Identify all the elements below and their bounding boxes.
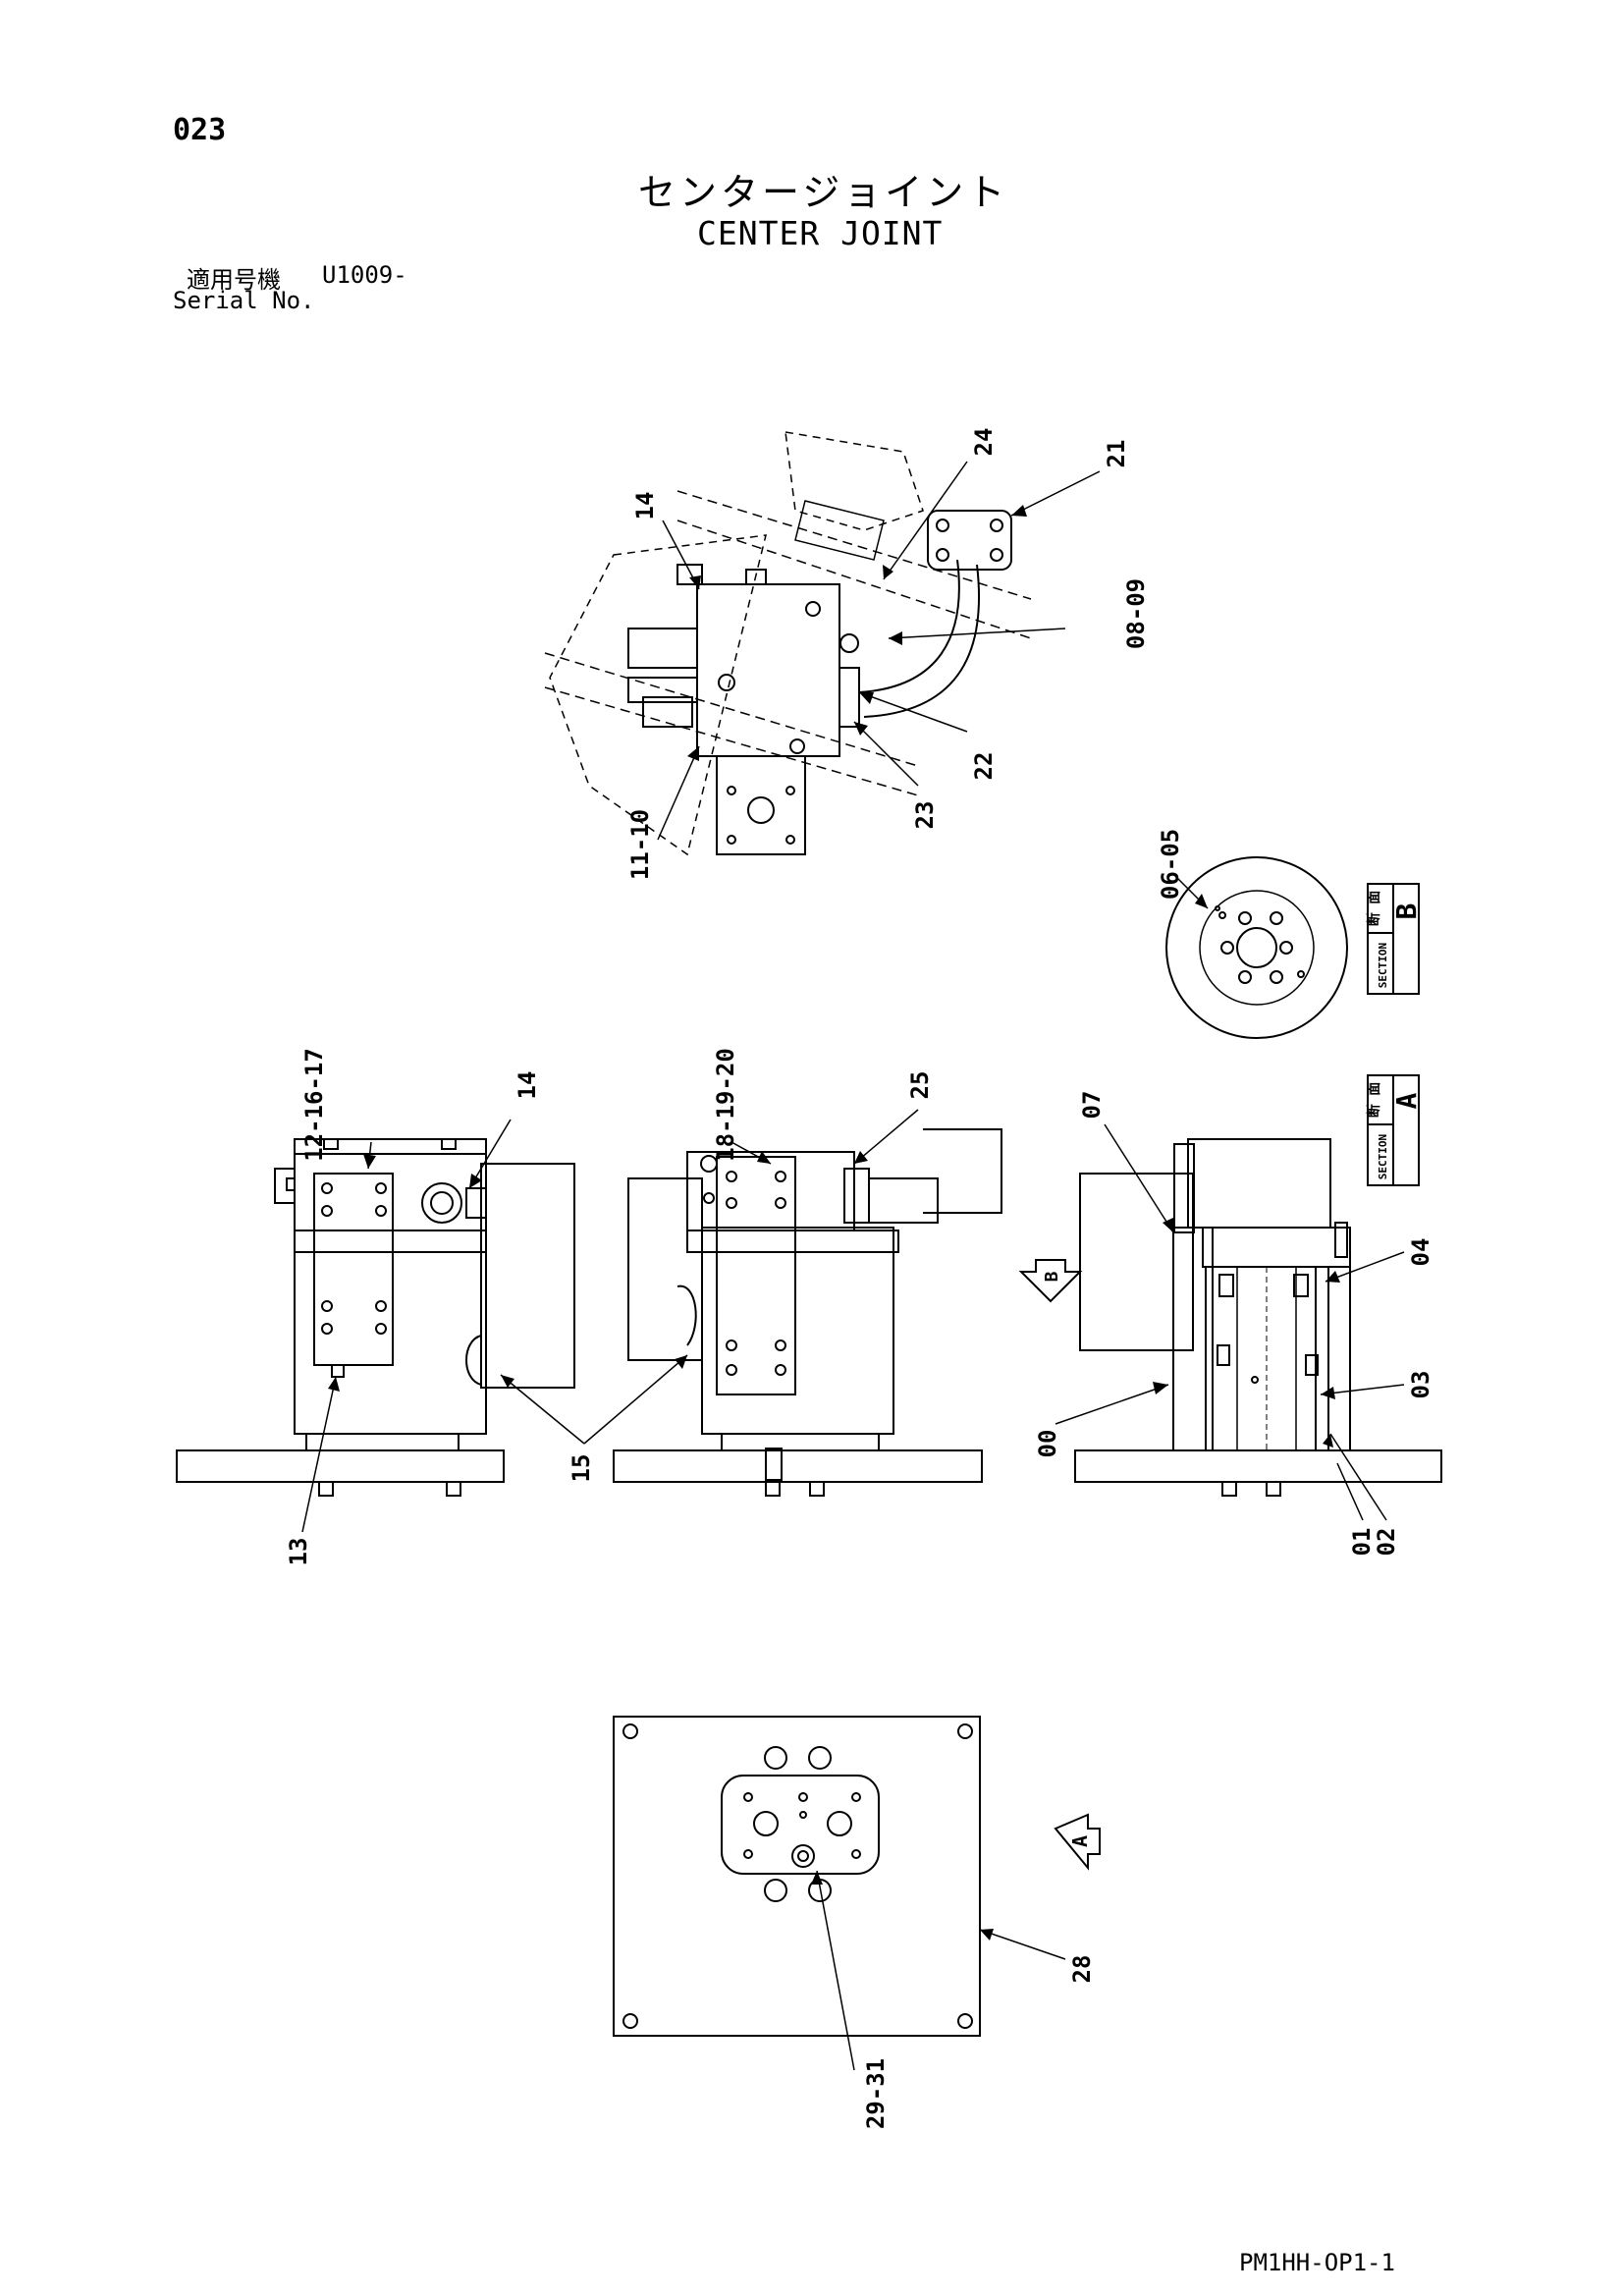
serial-label-english: Serial No. [173, 287, 315, 314]
top-view [544, 431, 1032, 856]
callout-04: 04 [1407, 1238, 1434, 1267]
callout-21: 21 [1103, 440, 1130, 468]
callout-24: 24 [970, 428, 998, 457]
page-number: 023 [173, 113, 227, 147]
bottom-plan-view [613, 1716, 981, 2037]
title-english: CENTER JOINT [697, 214, 944, 252]
section-b-label-box: B 断 面 SECTION [1366, 883, 1423, 995]
serial-label-japanese: 適用号機 [187, 266, 281, 294]
callout-00: 00 [1034, 1430, 1061, 1458]
callout-06-05: 06-05 [1157, 829, 1184, 900]
section-a-label-box: A 断 面 SECTION [1366, 1074, 1423, 1186]
callout-23: 23 [911, 801, 939, 830]
middle-front-view [613, 1128, 1002, 1497]
callout-14-front: 14 [514, 1071, 541, 1100]
callout-08-09: 08-09 [1122, 578, 1150, 649]
callout-13: 13 [285, 1538, 312, 1566]
left-front-view [176, 1138, 575, 1497]
callout-03: 03 [1407, 1371, 1434, 1399]
callout-02: 02 [1373, 1528, 1400, 1557]
title-japanese: センタージョイント [638, 171, 1009, 214]
leader-arrowheads [328, 505, 1340, 1941]
view-marker-b-letter: B [1042, 1271, 1062, 1282]
callout-07: 07 [1078, 1091, 1106, 1120]
document-code: PM1HH-OP1-1 [1239, 2249, 1395, 2276]
section-b-letter: B [1390, 903, 1423, 920]
section-b-en: SECTION [1377, 943, 1389, 988]
section-a-en: SECTION [1377, 1134, 1389, 1179]
callout-01: 01 [1348, 1528, 1376, 1557]
callout-25: 25 [906, 1071, 934, 1100]
callout-14-top: 14 [631, 492, 659, 520]
leader-lines [301, 461, 1405, 2071]
callout-12-16-17: 12-16-17 [300, 1048, 328, 1162]
callout-labels: 14 24 21 08-09 22 23 11-10 06-05 12-16-1… [285, 428, 1434, 2130]
callout-22: 22 [970, 752, 998, 781]
section-a-jp: 断 面 [1366, 1082, 1382, 1118]
section-a-view [1074, 1138, 1442, 1497]
view-marker-a: A [1054, 1813, 1101, 1871]
callout-29-31: 29-31 [862, 2058, 890, 2129]
callout-18-19-20: 18-19-20 [712, 1048, 739, 1162]
serial-number-value: U1009- [322, 261, 407, 289]
section-b-view [1165, 856, 1348, 1039]
section-a-letter: A [1390, 1092, 1423, 1109]
view-marker-b: B [1018, 1259, 1083, 1303]
callout-15: 15 [568, 1454, 595, 1483]
section-b-jp: 断 面 [1366, 891, 1382, 926]
view-marker-a-letter: A [1068, 1835, 1092, 1847]
callout-11-10: 11-10 [626, 809, 654, 880]
callout-28: 28 [1068, 1955, 1096, 1984]
